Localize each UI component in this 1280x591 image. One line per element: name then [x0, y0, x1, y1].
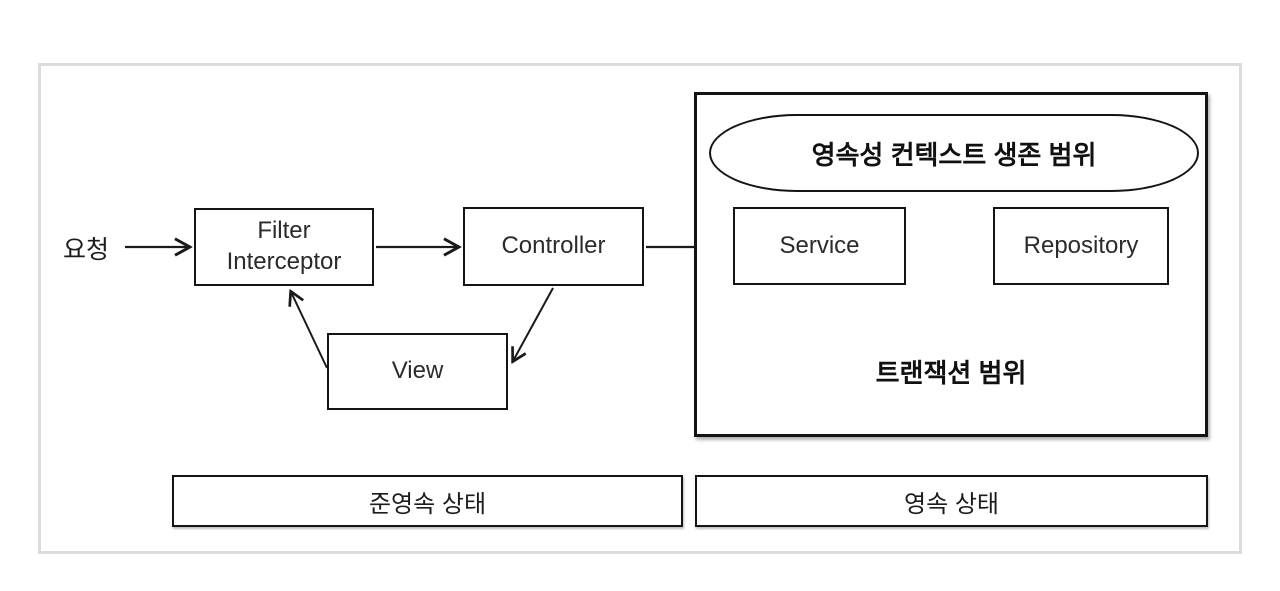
state-bar-detached: 준영속 상태: [172, 475, 683, 527]
node-filter-interceptor: Filter Interceptor: [194, 208, 374, 286]
state-bar-persistent: 영속 상태: [695, 475, 1208, 527]
transaction-scope-label: 트랜잭션 범위: [875, 358, 1027, 388]
persistence-context-scope-ellipse: 영속성 컨텍스트 생존 범위: [709, 114, 1199, 192]
node-view: View: [327, 333, 508, 410]
request-label: 요청: [62, 236, 109, 264]
node-repository: Repository: [993, 207, 1169, 285]
node-service: Service: [733, 207, 906, 285]
node-controller: Controller: [463, 207, 644, 286]
